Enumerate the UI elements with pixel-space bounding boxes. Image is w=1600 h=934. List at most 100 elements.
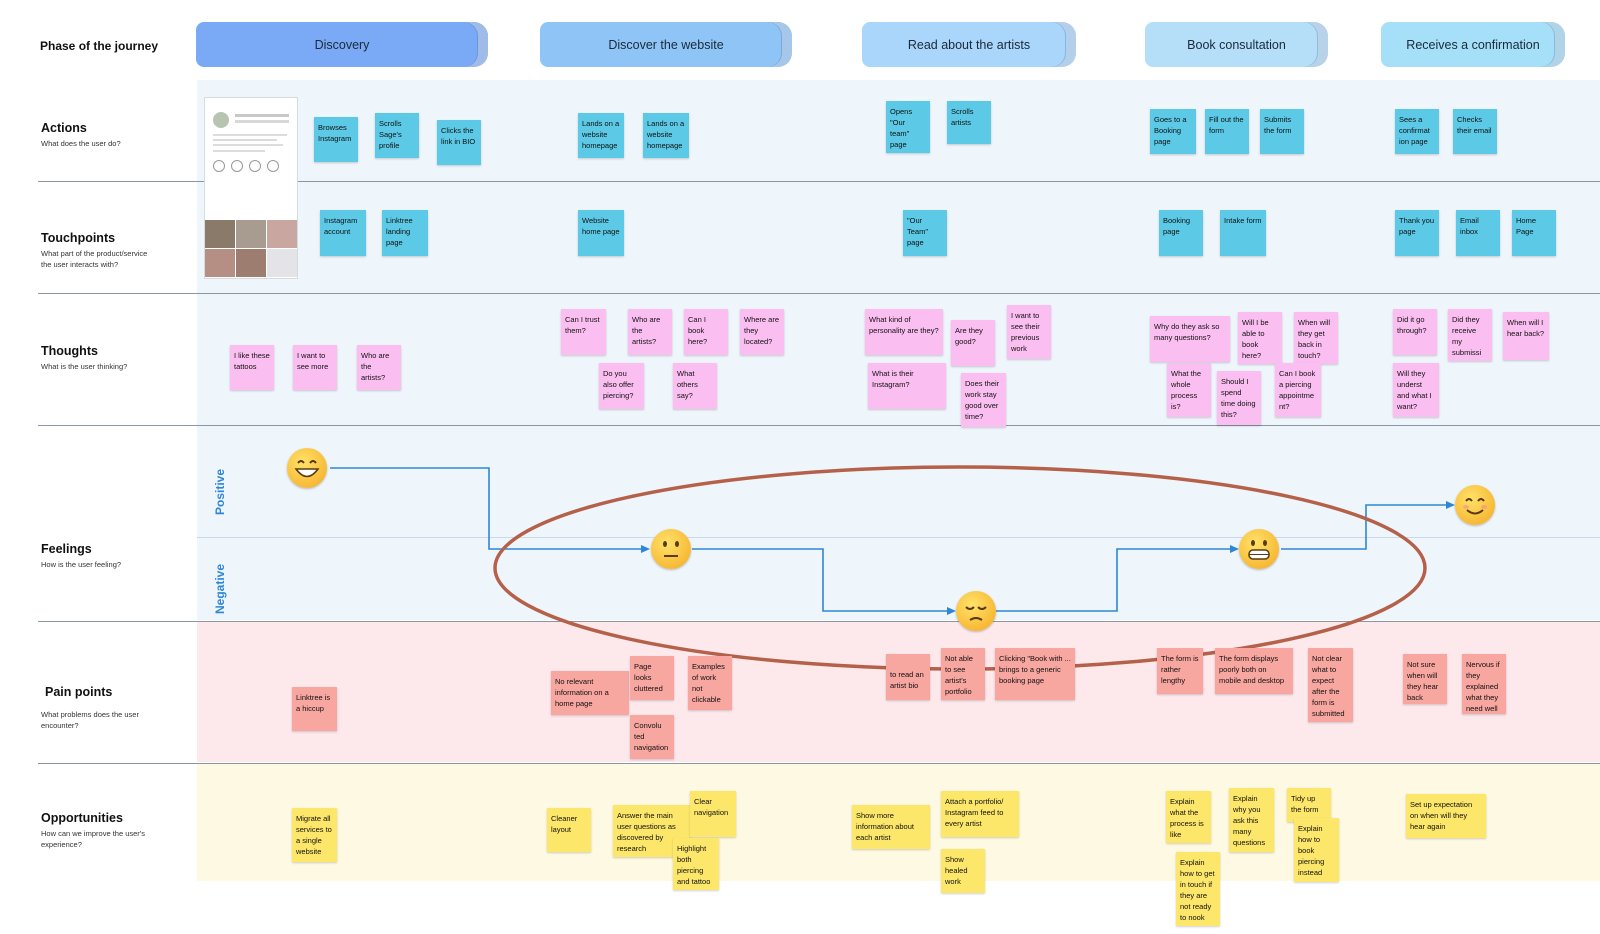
sticky-thought[interactable]: I want to see their previous work xyxy=(1007,305,1051,359)
arrowhead xyxy=(1446,501,1455,509)
sticky-opportunity[interactable]: Show more information about each artist xyxy=(852,805,930,849)
row-title-thoughts: Thoughts xyxy=(41,344,98,358)
sticky-thought[interactable]: Are they good? xyxy=(951,320,995,366)
sticky-thought[interactable]: What the whole process is? xyxy=(1167,363,1211,417)
sticky-thought[interactable]: What is their Instagram? xyxy=(868,363,946,409)
row-title-feelings: Feelings xyxy=(41,542,92,556)
journey-line-segment xyxy=(330,467,644,550)
sticky-opportunity[interactable]: Migrate all services to a single website xyxy=(292,808,337,862)
sticky-thought[interactable]: I like these tattoos xyxy=(230,345,274,390)
sticky-opportunity[interactable]: Explain how to get in touch if they are … xyxy=(1176,852,1220,926)
phase-receives-confirmation[interactable]: Receives a confirmation xyxy=(1381,22,1565,67)
sticky-action[interactable]: Scrolls Sage's profile xyxy=(375,113,419,158)
sticky-thought[interactable]: Where are they located? xyxy=(740,309,784,355)
sticky-pain-point[interactable]: Linktree is a hiccup xyxy=(292,687,337,731)
sticky-touchpoint[interactable]: Home Page xyxy=(1512,210,1556,256)
phase-heading: Phase of the journey xyxy=(40,39,159,53)
row-divider xyxy=(38,763,1600,764)
phase-book-consultation[interactable]: Book consultation xyxy=(1145,22,1328,67)
sticky-thought[interactable]: Who are the artists? xyxy=(357,345,401,390)
phase-discovery[interactable]: Discovery xyxy=(196,22,488,67)
sticky-pain-point[interactable]: Clicking "Book with ... brings to a gene… xyxy=(995,648,1075,700)
sticky-opportunity[interactable]: Highlight both piercing and tattoo xyxy=(673,838,719,890)
sticky-thought[interactable]: Will they underst and what I want? xyxy=(1393,363,1439,417)
arrowhead xyxy=(1230,545,1239,553)
sticky-thought[interactable]: What others say? xyxy=(673,363,717,409)
sticky-touchpoint[interactable]: Intake form xyxy=(1220,210,1266,256)
sticky-action[interactable]: Lands on a website homepage xyxy=(643,113,689,158)
sticky-action[interactable]: Goes to a Booking page xyxy=(1150,109,1196,154)
sticky-action[interactable]: Fill out the form xyxy=(1205,109,1249,154)
sticky-action[interactable]: Scrolls artists xyxy=(947,101,991,144)
sticky-action[interactable]: Lands on a website homepage xyxy=(578,113,624,158)
sticky-thought[interactable]: Did it go through? xyxy=(1393,309,1437,355)
sticky-pain-point[interactable]: to read an artist bio xyxy=(886,654,930,700)
sticky-action[interactable]: Opens "Our team" page xyxy=(886,101,930,153)
sticky-pain-point[interactable]: Nervous if they explained what they need… xyxy=(1462,654,1506,714)
row-title-actions: Actions xyxy=(41,121,87,135)
sticky-thought[interactable]: Will I be able to book here? xyxy=(1238,312,1282,364)
sticky-opportunity[interactable]: Show healed work xyxy=(941,849,985,893)
sticky-opportunity[interactable]: Explain what the process is like xyxy=(1166,791,1211,843)
arrowhead xyxy=(641,545,650,553)
sticky-opportunity[interactable]: Explain how to book piercing instead xyxy=(1294,818,1339,882)
sticky-thought[interactable]: When will they get back in touch? xyxy=(1294,312,1338,364)
sticky-action[interactable]: Checks their email xyxy=(1453,109,1497,154)
instagram-profile-screenshot xyxy=(204,97,298,279)
sticky-thought[interactable]: Can I book a piercing appointme nt? xyxy=(1275,363,1321,417)
row-subtitle-thoughts: What is the user thinking? xyxy=(41,362,128,371)
phase-discover-website[interactable]: Discover the website xyxy=(540,22,792,67)
sticky-thought[interactable]: When will I hear back? xyxy=(1503,312,1549,360)
sticky-action[interactable]: Browses Instagram xyxy=(314,117,358,162)
feelings-midline xyxy=(197,537,1600,538)
sticky-opportunity[interactable]: Explain why you ask this many questions xyxy=(1229,788,1274,852)
sticky-thought[interactable]: Why do they ask so many questions? xyxy=(1150,316,1230,362)
sticky-pain-point[interactable]: The form is rather lengthy xyxy=(1157,648,1203,694)
row-divider xyxy=(38,621,1600,622)
sticky-touchpoint[interactable]: Website home page xyxy=(578,210,624,256)
pensive-face-icon xyxy=(956,591,996,631)
sticky-thought[interactable]: Can I book here? xyxy=(684,309,728,355)
row-title-opportunities: Opportunities xyxy=(41,811,123,825)
sticky-pain-point[interactable]: Not sure when will they hear back xyxy=(1403,654,1447,704)
sticky-touchpoint[interactable]: Linktree landing page xyxy=(382,210,428,256)
phase-read-artists[interactable]: Read about the artists xyxy=(862,22,1076,67)
highlight-ellipse xyxy=(493,465,1427,671)
sticky-action[interactable]: Clicks the link in BIO xyxy=(437,120,481,165)
arrowhead xyxy=(947,607,956,615)
journey-line-segment xyxy=(996,548,1233,612)
row-title-pain-points: Pain points xyxy=(45,685,113,699)
sticky-touchpoint[interactable]: "Our Team" page xyxy=(903,210,947,256)
sticky-action[interactable]: Sees a confirmat ion page xyxy=(1395,109,1439,154)
grimacing-face-icon xyxy=(1239,529,1279,569)
row-subtitle-opportunities: How can we improve the user's experience… xyxy=(41,829,145,849)
sticky-pain-point[interactable]: No relevant information on a home page xyxy=(551,671,629,715)
sticky-action[interactable]: Submits the form xyxy=(1260,109,1304,154)
sticky-touchpoint[interactable]: Booking page xyxy=(1159,210,1203,256)
sticky-thought[interactable]: What kind of personality are they? xyxy=(865,309,943,355)
sticky-pain-point[interactable]: Convolu ted navigation xyxy=(630,715,674,759)
sticky-pain-point[interactable]: Examples of work not clickable xyxy=(688,656,732,710)
sticky-touchpoint[interactable]: Instagram account xyxy=(320,210,366,256)
sticky-thought[interactable]: Do you also offer piercing? xyxy=(599,363,644,409)
sticky-pain-point[interactable]: Not able to see artist's portfolio xyxy=(941,648,985,700)
sticky-pain-point[interactable]: Not clear what to expect after the form … xyxy=(1308,648,1353,722)
sticky-thought[interactable]: Can I trust them? xyxy=(561,309,606,355)
row-subtitle-actions: What does the user do? xyxy=(41,139,121,148)
sticky-thought[interactable]: Who are the artists? xyxy=(628,309,672,355)
journey-line-segment xyxy=(692,548,950,612)
sticky-thought[interactable]: Did they receive my submissi on? xyxy=(1448,309,1492,361)
sticky-thought[interactable]: I want to see more xyxy=(293,345,337,390)
sticky-touchpoint[interactable]: Thank you page xyxy=(1395,210,1439,256)
sticky-opportunity[interactable]: Set up expectation on when will they hea… xyxy=(1406,794,1486,838)
sticky-opportunity[interactable]: Attach a portfolio/ Instagram feed to ev… xyxy=(941,791,1019,837)
sticky-thought[interactable]: Should I spend time doing this? xyxy=(1217,371,1261,425)
sticky-touchpoint[interactable]: Email inbox xyxy=(1456,210,1500,256)
sticky-pain-point[interactable]: The form displays poorly both on mobile … xyxy=(1215,648,1293,694)
sticky-opportunity[interactable]: Tidy up the form xyxy=(1287,788,1331,822)
sticky-thought[interactable]: Does their work stay good over time? xyxy=(961,373,1006,427)
sticky-opportunity[interactable]: Cleaner layout xyxy=(547,808,591,852)
sticky-pain-point[interactable]: Page looks cluttered xyxy=(630,656,674,700)
sticky-opportunity[interactable]: Clear navigation xyxy=(690,791,736,837)
